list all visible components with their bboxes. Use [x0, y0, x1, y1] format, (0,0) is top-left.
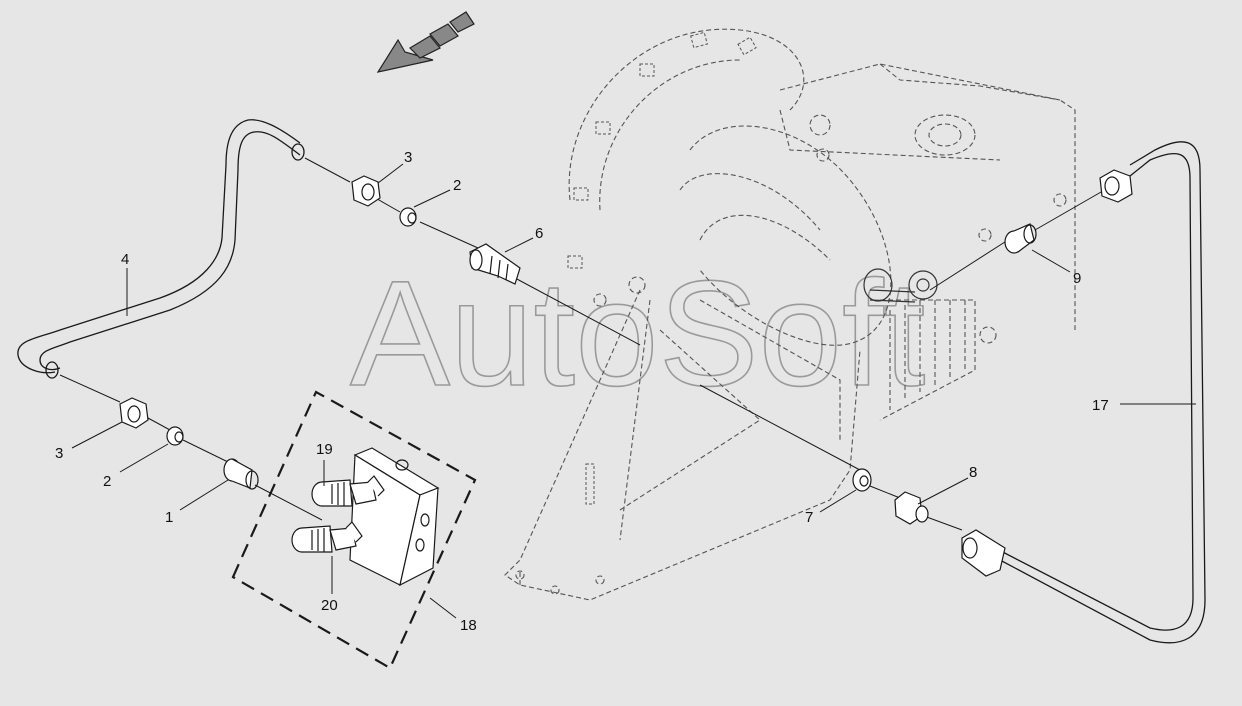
callout-4: 4: [121, 251, 129, 268]
callout-8: 8: [969, 464, 977, 481]
callout-1: 1: [165, 509, 173, 526]
fitting-adapter-8: [894, 491, 929, 525]
callout-3-left: 3: [55, 445, 63, 462]
valve-cartridge-19: [311, 475, 385, 507]
callout-19: 19: [316, 441, 333, 458]
fitting-union-6: [469, 243, 521, 285]
fitting-adapter-1: [223, 458, 259, 490]
fitting-ring-2-top: [399, 207, 417, 227]
fitting-adapter-9: [1004, 223, 1037, 254]
callout-labels: 3 2 6 4 3 2 1 19 20 18 7 8 9 17: [55, 149, 1109, 634]
direction-arrow-icon: [376, 11, 475, 73]
fitting-washer-7: [852, 468, 872, 492]
assembly-lines: [59, 157, 1109, 531]
callout-17: 17: [1092, 397, 1109, 414]
leader-lines: [71, 163, 1196, 619]
flange-bolts: [567, 31, 757, 505]
callout-2-top: 2: [453, 177, 461, 194]
callout-20: 20: [321, 597, 338, 614]
fitting-pipe-17-nut-top: [1099, 169, 1133, 203]
pump-shaft: [863, 268, 938, 303]
callout-9: 9: [1073, 270, 1081, 287]
callout-6: 6: [535, 225, 543, 242]
fitting-nut-3-left: [119, 397, 149, 429]
fitting-nut-3-top: [351, 175, 381, 207]
fitting-pipe-17-nut-bottom: [961, 529, 1006, 577]
callout-3-top: 3: [404, 149, 412, 166]
valve-block-part-18: [231, 390, 477, 670]
pipe-part-4: [17, 119, 305, 379]
callout-18: 18: [460, 617, 477, 634]
pipe-part-17: [994, 141, 1206, 644]
valve-cartridge-20: [291, 521, 363, 553]
gearbox-housing: [504, 28, 1076, 601]
watermark-text: AutoSoft: [350, 249, 925, 417]
callout-7: 7: [805, 509, 813, 526]
callout-2-left: 2: [103, 473, 111, 490]
fitting-ring-2-left: [166, 426, 184, 446]
